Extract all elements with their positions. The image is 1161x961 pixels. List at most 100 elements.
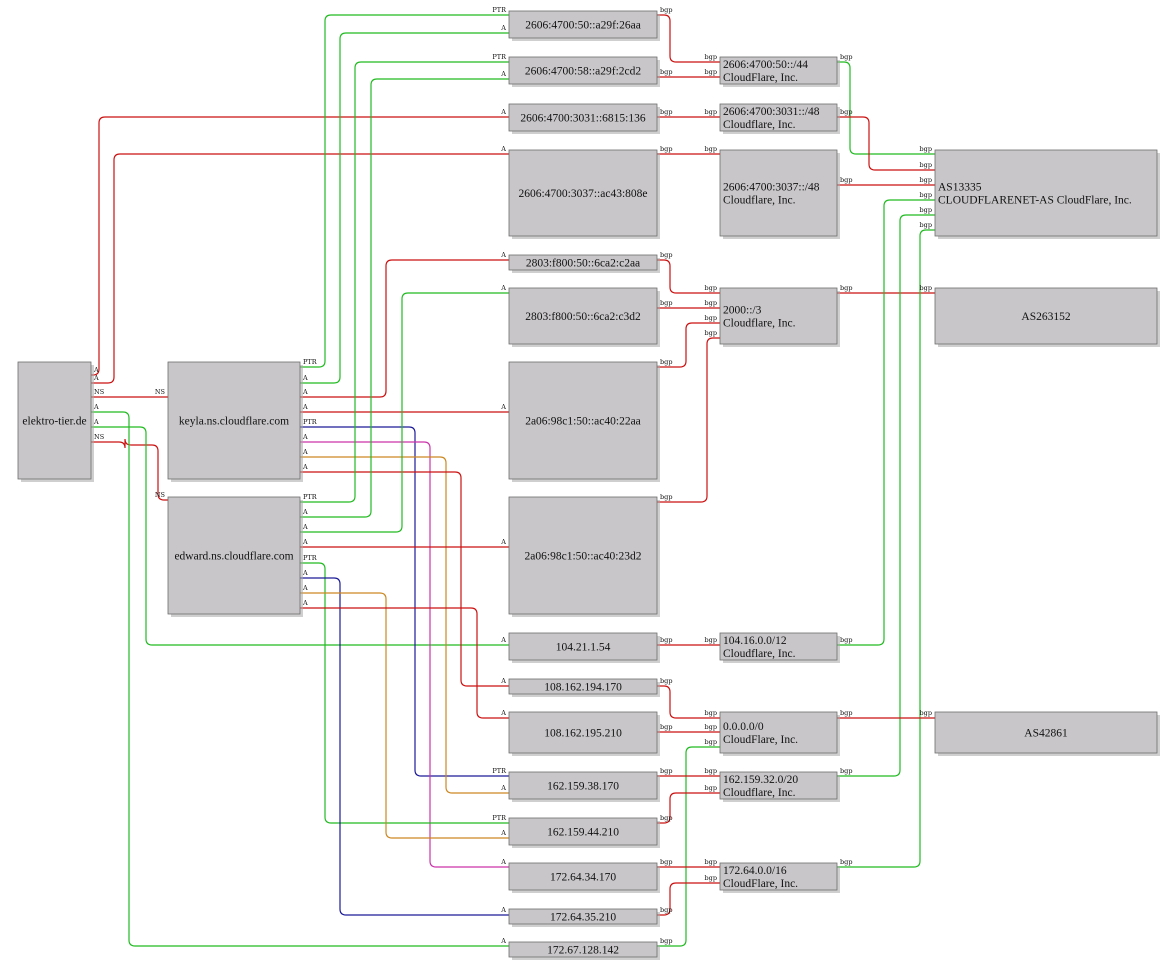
- node-keyla[interactable]: keyla.ns.cloudflare.com: [167, 361, 303, 482]
- node-box[interactable]: [719, 287, 838, 345]
- node-ip6_6[interactable]: 2803:f800:50::6ca2:c3d2: [508, 287, 660, 347]
- edge-edward-ip4_7: [300, 577, 509, 916]
- edge-label-target: PTR: [492, 6, 507, 14]
- edge-label-target: bgp: [705, 329, 717, 337]
- edge-label-source: bgp: [840, 108, 852, 116]
- node-box[interactable]: [719, 771, 838, 800]
- node-ip6_4[interactable]: 2606:4700:3037::ac43:808e: [508, 149, 660, 239]
- edge-label-target: A: [500, 858, 506, 866]
- node-as_42861[interactable]: AS42861: [934, 711, 1160, 756]
- edge-keyla-ip4_6: [300, 441, 509, 868]
- edge-keyla-ip6_1: [300, 14, 509, 368]
- edge-label-target: bgp: [705, 68, 717, 76]
- edge-label-target: A: [500, 636, 506, 644]
- edge-label-source: A: [302, 403, 308, 411]
- node-ip6_7[interactable]: 2a06:98c1:50::ac40:22aa: [508, 361, 660, 482]
- node-box[interactable]: [508, 254, 658, 271]
- edge-ip6_7-pfx_4: [657, 322, 720, 368]
- node-label: 2606:4700:3031::6815:136: [520, 113, 645, 125]
- node-box[interactable]: [508, 862, 658, 891]
- edge-label-target: A: [500, 284, 506, 292]
- node-box[interactable]: [508, 496, 658, 615]
- node-box[interactable]: [508, 632, 658, 661]
- edge-label-target: PTR: [492, 814, 507, 822]
- node-label: AS263152: [1021, 311, 1070, 323]
- node-box[interactable]: [508, 10, 658, 39]
- node-box[interactable]: [508, 941, 658, 958]
- node-ip6_1[interactable]: 2606:4700:50::a29f:26aa: [508, 10, 660, 41]
- node-label: 172.67.128.142: [547, 945, 619, 957]
- node-elektro[interactable]: elektro-tier.de: [17, 361, 94, 482]
- node-box[interactable]: [719, 56, 838, 85]
- edge-label-target: A: [500, 24, 506, 32]
- node-box[interactable]: [508, 817, 658, 846]
- node-ip4_1[interactable]: 104.21.1.54: [508, 632, 660, 663]
- node-ip6_3[interactable]: 2606:4700:3031::6815:136: [508, 103, 660, 134]
- edge-keyla-ip4_4: [300, 456, 509, 794]
- node-as_263152[interactable]: AS263152: [934, 287, 1160, 347]
- node-box[interactable]: [719, 103, 838, 132]
- node-ip4_3[interactable]: 108.162.195.210: [508, 711, 660, 756]
- node-box[interactable]: [934, 149, 1158, 237]
- node-label: 2803:f800:50::6ca2:c2aa: [526, 258, 640, 270]
- edge-pfx_7-as_13335: [837, 214, 935, 777]
- node-ip6_8[interactable]: 2a06:98c1:50::ac40:23d2: [508, 496, 660, 617]
- edge-label-target: bgp: [705, 784, 717, 792]
- node-box[interactable]: [719, 149, 838, 237]
- node-edward[interactable]: edward.ns.cloudflare.com: [167, 496, 303, 617]
- node-box[interactable]: [719, 862, 838, 891]
- node-box[interactable]: [508, 149, 658, 237]
- node-box[interactable]: [508, 56, 658, 85]
- node-label: 2803:f800:50::6ca2:c3d2: [525, 311, 641, 323]
- node-box[interactable]: [719, 632, 838, 661]
- node-ip4_6[interactable]: 172.64.34.170: [508, 862, 660, 893]
- edge-label-source: A: [302, 463, 308, 471]
- node-ip6_5[interactable]: 2803:f800:50::6ca2:c2aa: [508, 254, 660, 273]
- node-ip4_8[interactable]: 172.67.128.142: [508, 941, 660, 960]
- edge-edward-ip6_2: [300, 61, 509, 503]
- node-box[interactable]: [719, 711, 838, 754]
- edge-label-source: bgp: [660, 299, 672, 307]
- edge-label-target: A: [500, 829, 506, 837]
- edge-keyla-ip6_1: [300, 32, 509, 384]
- node-box[interactable]: [934, 287, 1158, 345]
- node-box[interactable]: [508, 287, 658, 345]
- edge-label-target: bgp: [705, 53, 717, 61]
- node-box[interactable]: [508, 103, 658, 132]
- node-box[interactable]: [508, 678, 658, 695]
- edge-ip6_8-pfx_4: [657, 337, 720, 503]
- edge-label-target: bgp: [705, 767, 717, 775]
- node-box[interactable]: [508, 771, 658, 800]
- node-box[interactable]: [167, 361, 301, 480]
- node-box[interactable]: [934, 711, 1158, 754]
- edge-label-target: bgp: [705, 723, 717, 731]
- node-box[interactable]: [17, 361, 92, 480]
- nodes-layer: elektro-tier.de keyla.ns.cloudflare.com ed…: [17, 10, 1160, 960]
- edge-label-source: A: [93, 374, 99, 382]
- edge-label-source: bgp: [660, 68, 672, 76]
- node-ip4_2[interactable]: 108.162.194.170: [508, 678, 660, 697]
- node-box[interactable]: [167, 496, 301, 615]
- node-ip6_2[interactable]: 2606:4700:58::a29f:2cd2: [508, 56, 660, 87]
- node-label: 2606:4700:3037::ac43:808e: [518, 188, 647, 200]
- node-box[interactable]: [508, 361, 658, 480]
- node-box[interactable]: [508, 908, 658, 925]
- node-ip4_7[interactable]: 172.64.35.210: [508, 908, 660, 927]
- node-box[interactable]: [508, 711, 658, 754]
- edge-label-target: bgp: [705, 738, 717, 746]
- node-ip4_5[interactable]: 162.159.44.210: [508, 817, 660, 848]
- node-label: 104.21.1.54: [556, 642, 611, 654]
- node-ip4_4[interactable]: 162.159.38.170: [508, 771, 660, 802]
- edge-pfx_8-as_13335: [837, 229, 935, 868]
- edge-label-target: PTR: [492, 53, 507, 61]
